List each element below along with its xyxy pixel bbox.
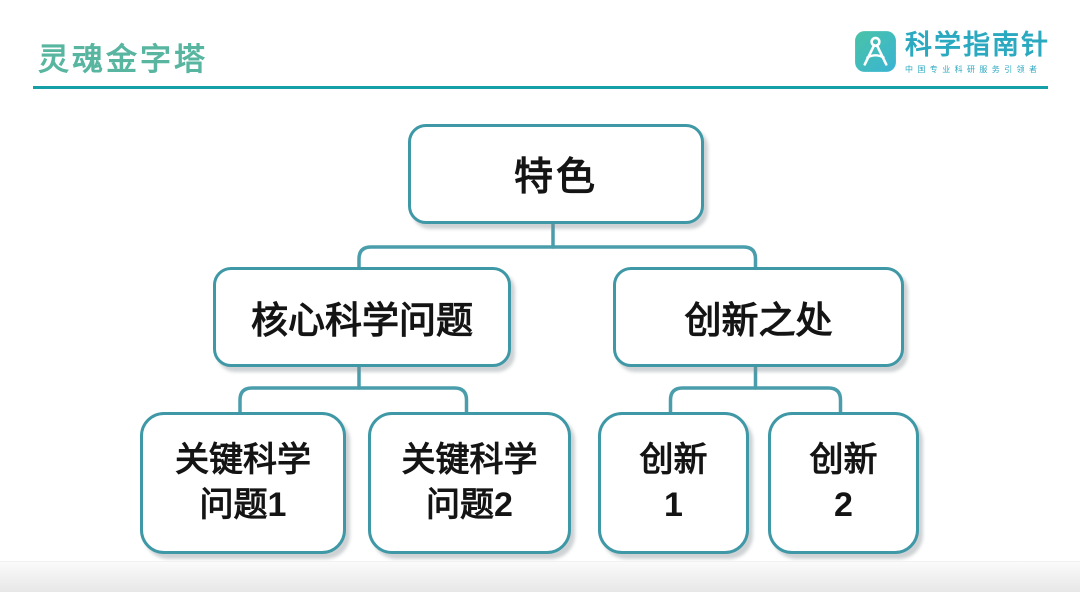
title-underline: [33, 86, 1048, 89]
node-root-label: 特色: [513, 156, 598, 199]
connector-left-bracket: [238, 386, 469, 414]
node-core-question-label: 核心科学问题: [251, 300, 473, 341]
node-innovation-2-line1: 创新: [809, 441, 878, 480]
node-innovation-2: 创新 2: [768, 412, 919, 554]
presenter-toolbar: ‹ › ✎ ⊞ ▭ ◻ ◎ ○ ⊠: [0, 561, 1080, 592]
node-key-question-1: 关键科学 问题1: [140, 412, 346, 554]
node-innovation-1-line1: 创新: [639, 441, 708, 480]
brand-logo: 科学指南针 中国专业科研服务引领者: [854, 30, 1050, 75]
node-key-question-2-line2: 问题2: [426, 486, 513, 524]
node-innovation-label: 创新之处: [684, 300, 833, 341]
node-innovation-1-line2: 1: [664, 486, 683, 524]
node-key-question-2: 关键科学 问题2: [368, 412, 571, 554]
node-root: 特色: [408, 124, 704, 224]
node-key-question-2-line1: 关键科学: [401, 441, 538, 480]
page-title: 灵魂金字塔: [38, 42, 208, 77]
node-key-question-1-line1: 关键科学: [175, 441, 311, 480]
brand-tagline: 中国专业科研服务引领者: [905, 65, 1042, 75]
node-key-question-1-line2: 问题1: [199, 486, 287, 524]
node-innovation: 创新之处: [613, 267, 904, 367]
node-innovation-2-line2: 2: [834, 486, 853, 524]
compass-icon: [855, 31, 896, 72]
brand-name: 科学指南针: [905, 30, 1050, 60]
connector-right-bracket: [668, 386, 843, 414]
connector-root-bracket: [357, 245, 758, 269]
node-core-question: 核心科学问题: [213, 267, 511, 367]
node-innovation-1: 创新 1: [598, 412, 749, 554]
